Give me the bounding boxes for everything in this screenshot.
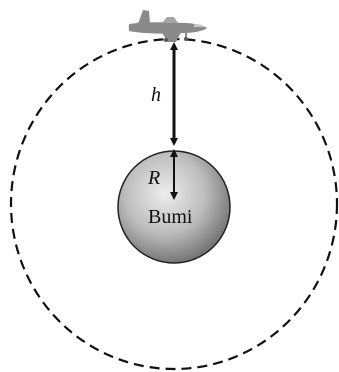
airplane-icon xyxy=(128,10,207,42)
radius-label: R xyxy=(147,167,160,189)
planet-label: Bumi xyxy=(148,206,193,228)
altitude-label: h xyxy=(151,84,161,106)
